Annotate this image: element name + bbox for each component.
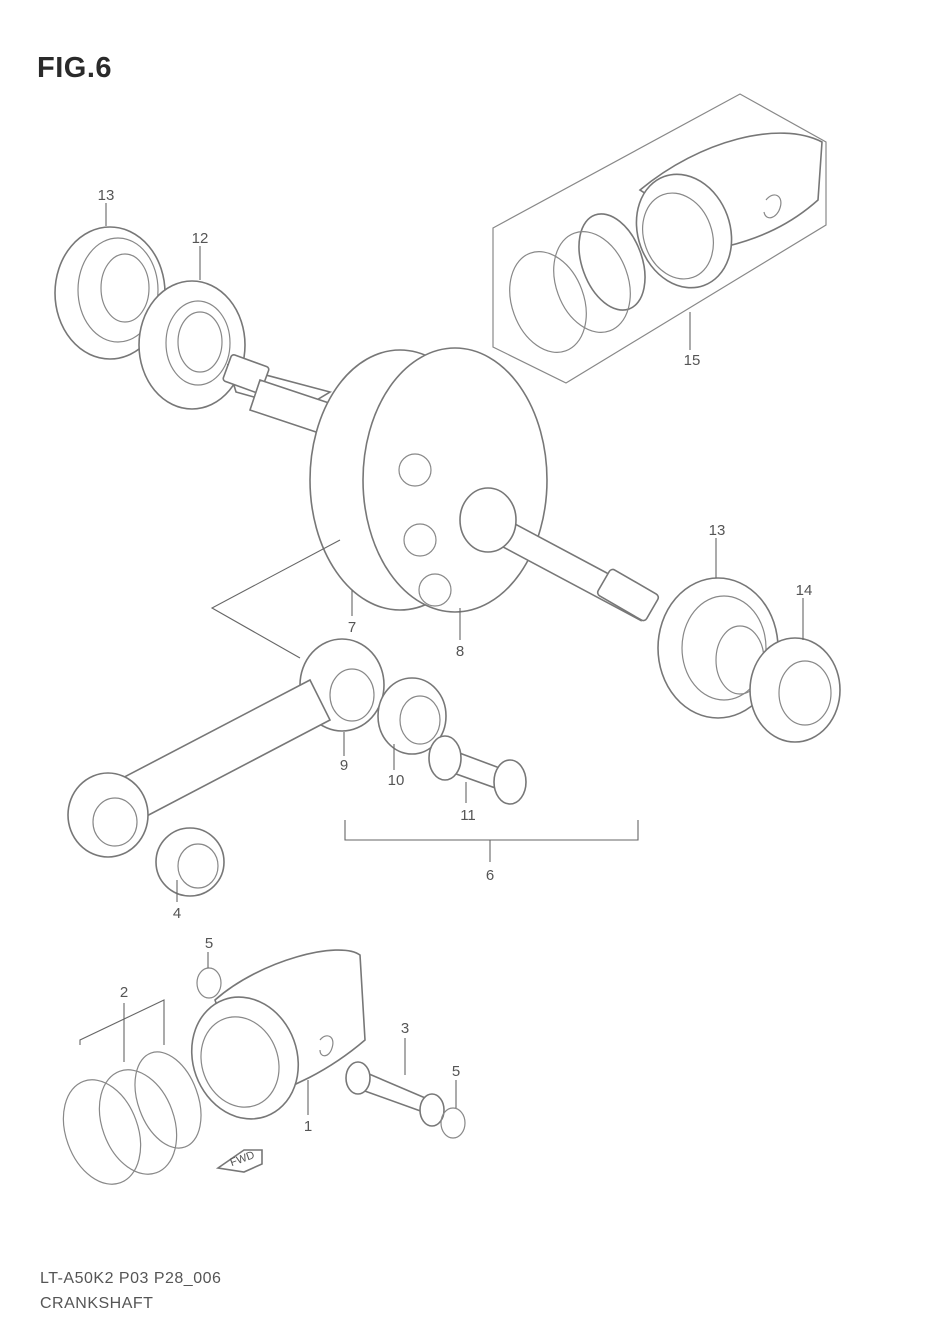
callout-5-bottom: 5	[452, 1063, 460, 1080]
callout-11: 11	[460, 807, 476, 824]
part-5-circlip-bottom[interactable]	[440, 1107, 466, 1139]
part-10-needle-bearing[interactable]	[377, 677, 447, 755]
callout-1: 1	[304, 1118, 312, 1135]
callout-12: 12	[192, 230, 209, 247]
callout-9: 9	[340, 757, 348, 774]
callout-2: 2	[120, 984, 128, 1001]
callout-13-right: 13	[709, 522, 726, 539]
part-3-piston-pin[interactable]	[345, 1061, 445, 1127]
callout-numbers: 13 12 15 13 14 7 8 9 10 11 6 4 5 2 3 5 1	[98, 187, 813, 1135]
callout-4: 4	[173, 905, 181, 922]
figure-name: CRANKSHAFT	[40, 1295, 154, 1312]
lead-lines	[79, 203, 804, 1115]
part-14-oil-seal[interactable]	[749, 637, 841, 743]
callout-14: 14	[796, 582, 813, 599]
part-5-circlip-top[interactable]	[196, 967, 222, 999]
callout-6: 6	[486, 867, 494, 884]
part-11-crank-pin[interactable]	[428, 735, 527, 805]
figure-code: LT-A50K2 P03 P28_006	[40, 1270, 222, 1287]
part-1-piston[interactable]	[175, 949, 366, 1134]
part-13-bearing-right[interactable]	[657, 577, 779, 719]
part-7-8-crankshaft[interactable]	[222, 347, 660, 622]
figure-title: FIG.6	[37, 52, 113, 84]
callout-3: 3	[401, 1020, 409, 1037]
callout-5-top: 5	[205, 935, 213, 952]
part-9-connecting-rod[interactable]	[67, 638, 385, 858]
callout-7: 7	[348, 619, 356, 636]
part-2-piston-rings[interactable]	[50, 1043, 214, 1195]
callout-10: 10	[388, 772, 405, 789]
callout-8: 8	[456, 643, 464, 660]
fwd-arrow-icon	[215, 1149, 263, 1173]
callout-15: 15	[684, 352, 701, 369]
callout-13-left: 13	[98, 187, 115, 204]
part-12-oil-seal[interactable]	[138, 280, 246, 410]
part-4-needle-bearing[interactable]	[155, 827, 225, 897]
part-15-piston-kit[interactable]	[492, 93, 827, 384]
